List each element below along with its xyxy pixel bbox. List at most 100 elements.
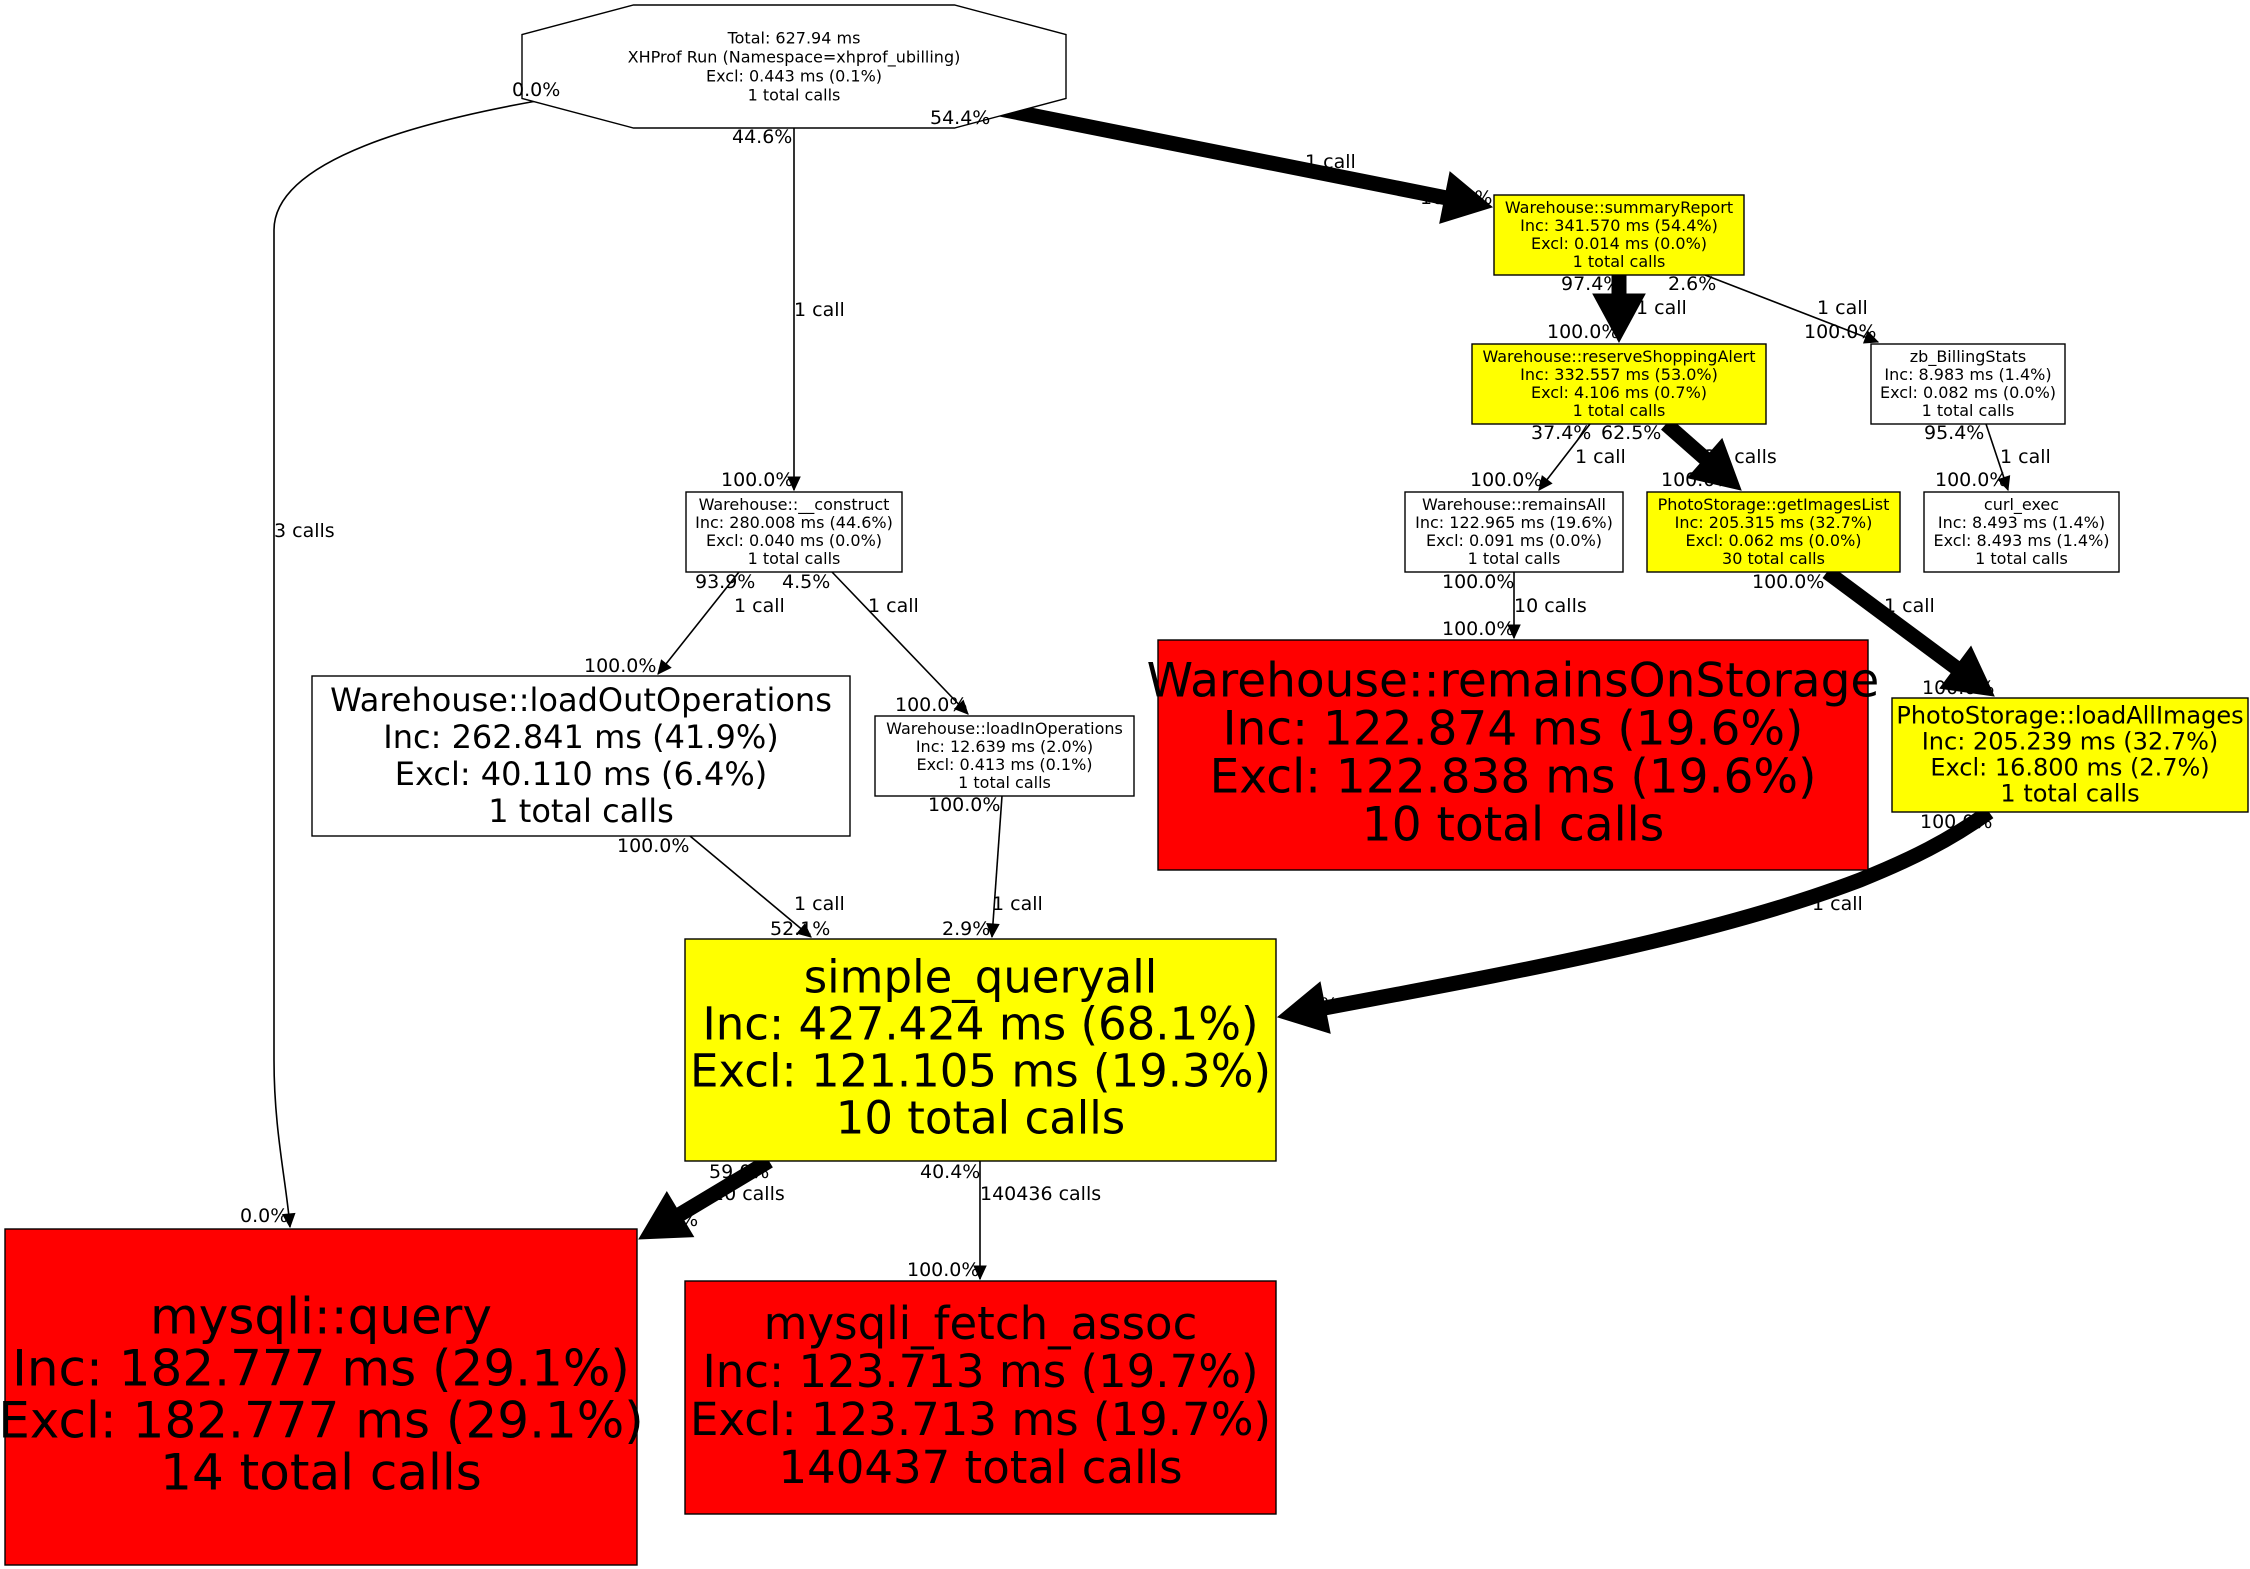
edge-call-count: 1 call (868, 595, 919, 617)
edge-head-percent: 100.0% (1922, 677, 1994, 699)
node-function-name: simple_queryall (804, 951, 1158, 1004)
node-call-count: 1 total calls (1922, 401, 2015, 420)
node-exclusive-time: Excl: 8.493 ms (1.4%) (1933, 531, 2109, 550)
arrowhead-icon (787, 476, 801, 492)
node-exclusive-time: Excl: 4.106 ms (0.7%) (1531, 383, 1707, 402)
node-exclusive-time: Excl: 182.777 ms (29.1%) (0, 1392, 644, 1450)
edge-line (689, 835, 812, 938)
arrowhead-icon (986, 923, 1000, 939)
node-box (1157, 639, 1869, 871)
node-box (1870, 343, 2066, 425)
node-box (1891, 697, 2249, 813)
node-box (1471, 343, 1767, 425)
arrowhead-icon (1592, 293, 1646, 344)
edge-head-percent: 0.0% (240, 1205, 288, 1227)
edge-call-count: 1 call (1812, 893, 1863, 915)
node-box (1493, 194, 1745, 276)
edge-summary-billing[interactable] (1704, 274, 1880, 344)
edge-tail-percent: 100.0% (1442, 571, 1514, 593)
edge-construct-loadOut[interactable] (657, 571, 740, 675)
edge-loadAll-query[interactable] (1276, 805, 1994, 1034)
edge-call-count: 1 call (2000, 446, 2051, 468)
edge-head-percent: 52.1% (770, 918, 830, 940)
node-inclusive-time: Inc: 8.493 ms (1.4%) (1938, 513, 2105, 532)
node-function-name: Warehouse::remainsAll (1422, 495, 1606, 514)
edge-tail-percent: 0.0% (512, 79, 560, 101)
edge-head-percent: 100.0% (584, 655, 656, 677)
edge-reserve-images[interactable] (1661, 418, 1746, 496)
arrowhead-icon (657, 659, 672, 675)
edge-tail-percent: 62.5% (1601, 422, 1661, 444)
edge-call-count: 3 calls (274, 520, 335, 542)
node-inclusive-time: Inc: 280.008 ms (44.6%) (695, 513, 893, 532)
node-call-count: 1 total calls (488, 792, 674, 830)
edge-call-count: 30 calls (1704, 446, 1777, 468)
arrowhead-icon (1276, 981, 1331, 1034)
edge-query-fetch[interactable] (973, 1161, 987, 1281)
edge-head-percent: 100.0% (907, 1259, 979, 1281)
edge-tail-percent: 100.0% (928, 794, 1000, 816)
node-exclusive-time: Excl: 123.713 ms (19.7%) (690, 1393, 1271, 1446)
node-call-count: 1 total calls (748, 549, 841, 568)
node-inclusive-time: XHProf Run (Namespace=xhprof_ubilling) (628, 47, 961, 67)
edge-head-percent: 100.0% (1661, 469, 1733, 491)
node-box (311, 675, 851, 837)
node-function-name: PhotoStorage::getImagesList (1658, 495, 1890, 514)
edge-summary-reserve[interactable] (1592, 275, 1646, 344)
node-call-count: 1 total calls (1573, 252, 1666, 271)
edge-call-count: 1 call (794, 893, 845, 915)
edge-root-summary[interactable] (993, 100, 1494, 224)
edge-head-percent: 9% (668, 1209, 698, 1231)
node-inclusive-time: Inc: 205.315 ms (32.7%) (1675, 513, 1873, 532)
arrowhead-icon (1538, 475, 1553, 491)
edge-line (831, 571, 969, 715)
arrowhead-icon (1439, 171, 1494, 224)
edge-loadOut-query[interactable] (689, 835, 812, 938)
edge-head-percent: 100.0% (721, 469, 793, 491)
edge-tail-percent: 54.4% (930, 107, 990, 129)
arrowhead-icon (281, 1212, 296, 1229)
edge-tail-percent: 44.6% (732, 126, 792, 148)
edge-tail-percent: 37.4% (1531, 422, 1591, 444)
edge-billing-curl[interactable] (1985, 423, 2011, 492)
node-inclusive-time: Inc: 332.557 ms (53.0%) (1520, 365, 1718, 384)
edge-call-count: 1 call (1817, 297, 1868, 319)
edge-remainsAll-storage[interactable] (1507, 572, 1521, 640)
arrowhead-icon (1997, 475, 2011, 492)
node-call-count: 1 total calls (1468, 549, 1561, 568)
node-function-name: Total: 627.94 ms (727, 28, 861, 47)
edge-root-mysqli[interactable] (273, 96, 561, 1229)
edge-head-percent: 100.0% (1420, 187, 1492, 209)
edge-call-count: 1 call (1636, 297, 1687, 319)
node-inclusive-time: Inc: 122.874 ms (19.6%) (1223, 701, 1804, 756)
edge-images-loadAll[interactable] (1822, 565, 1999, 703)
edge-construct-loadIn[interactable] (831, 571, 969, 715)
edge-root-construct[interactable] (787, 128, 801, 492)
edge-call-count: 1 call (1305, 151, 1356, 173)
edge-loadIn-query[interactable] (986, 795, 1003, 939)
edge-line (273, 96, 561, 1228)
edge-line (993, 100, 1494, 215)
node-function-name: Warehouse::reserveShoppingAlert (1482, 347, 1755, 366)
edge-call-count: 1 call (1884, 595, 1935, 617)
edge-call-count: 1 call (1575, 446, 1626, 468)
edge-call-count: 1 call (992, 893, 1043, 915)
edge-query-mysqli[interactable] (635, 1154, 773, 1246)
edge-reserve-remainsAll[interactable] (1538, 423, 1591, 491)
node-box (1923, 491, 2120, 573)
